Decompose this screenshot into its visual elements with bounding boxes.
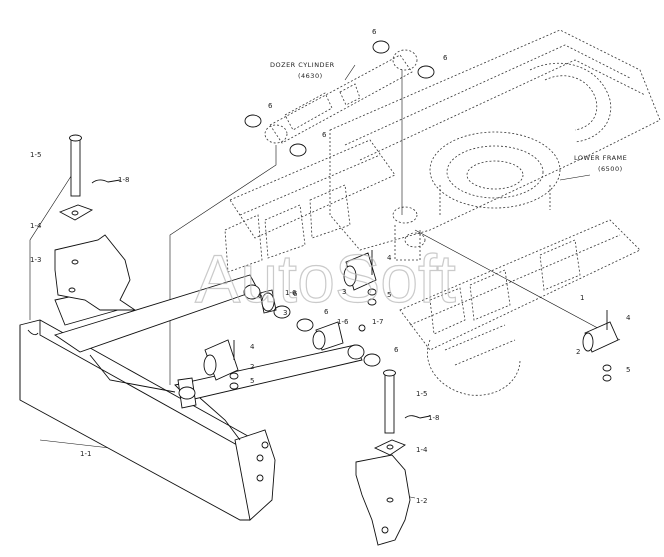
dozer-cylinder (264, 49, 418, 144)
label-4-lower: 4 (250, 343, 255, 351)
dozer-cylinder-label: DOZER CYLINDER (270, 61, 335, 69)
label-1-3: 1-3 (30, 256, 41, 264)
left-pin-assembly (54, 134, 137, 311)
label-1-4-right: 1-4 (416, 446, 428, 454)
label-1-6-center: 1-6 (337, 318, 349, 326)
part-labels: DOZER CYLINDER (4630) LOWER FRAME (6500)… (30, 28, 631, 505)
label-6-e: 6 (293, 290, 298, 298)
label-6-d: 6 (322, 131, 327, 139)
lower-frame-code: (6500) (598, 165, 623, 173)
label-3-upper: 3 (342, 288, 346, 296)
label-5-right: 5 (626, 366, 630, 374)
label-6-g: 6 (394, 346, 399, 354)
label-1-2: 1-2 (416, 497, 427, 505)
label-1-1: 1-1 (80, 450, 91, 458)
bushings-and-pins (203, 250, 619, 390)
label-3-left: 3 (283, 309, 287, 317)
label-5-upper: 5 (387, 291, 391, 299)
label-4-upper: 4 (387, 254, 392, 262)
leader-lines (29, 64, 621, 499)
label-5-lower: 5 (250, 377, 254, 385)
label-1-6-upper: 1-6 (285, 289, 297, 297)
dozer-blade (19, 274, 365, 521)
lower-frame-outline (224, 29, 661, 396)
right-pin-assembly (355, 369, 431, 546)
label-2-right: 2 (576, 348, 580, 356)
label-1-4-left: 1-4 (30, 222, 42, 230)
label-1-5-right: 1-5 (416, 390, 427, 398)
label-2-lower: 2 (250, 363, 254, 371)
label-1-5-left: 1-5 (30, 151, 41, 159)
label-1-8-right: 1-8 (428, 414, 439, 422)
label-6-f: 6 (324, 308, 329, 316)
label-1-8-left: 1-8 (118, 176, 129, 184)
label-4-right: 4 (626, 314, 631, 322)
label-1-small: 1 (580, 294, 584, 302)
lower-frame-label: LOWER FRAME (574, 154, 627, 162)
label-6-c: 6 (268, 102, 273, 110)
watermark-text: AutoSoft (195, 241, 456, 317)
label-1-7: 1-7 (372, 318, 383, 326)
label-6-a: 6 (372, 28, 377, 36)
dozer-cylinder-code: (4630) (298, 72, 323, 80)
label-6-b: 6 (443, 54, 448, 62)
label-6-h: 6 (258, 292, 263, 300)
o-rings-cylinder (244, 40, 435, 157)
